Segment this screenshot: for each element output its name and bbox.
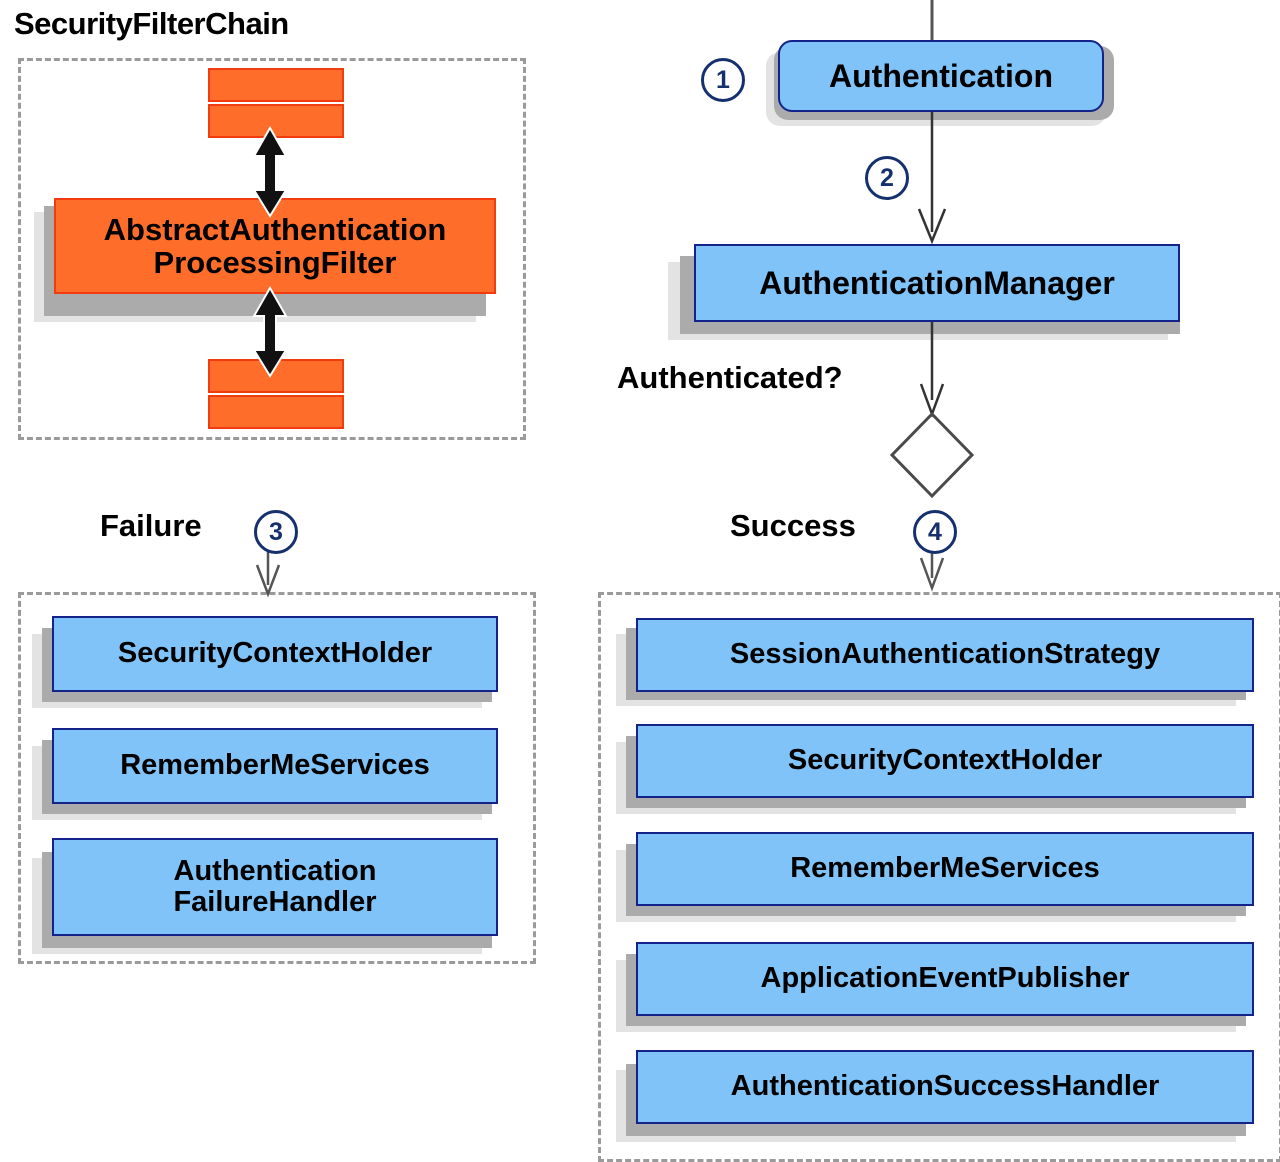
filter-bar-bottom-2	[208, 395, 344, 429]
success-item-1[interactable]: SecurityContextHolder	[636, 724, 1254, 798]
main-filter-label-line2: ProcessingFilter	[153, 245, 397, 280]
failure-item-2-line2: FailureHandler	[173, 886, 377, 918]
filter-bar-top-2	[208, 104, 344, 138]
authenticated-decision-label: Authenticated?	[617, 360, 843, 395]
success-item-0[interactable]: SessionAuthenticationStrategy	[636, 618, 1254, 692]
step-3-circle: 3	[254, 510, 298, 554]
arrowhead-success	[919, 557, 945, 592]
failure-item-1[interactable]: RememberMeServices	[52, 728, 498, 804]
main-filter-label-line1: AbstractAuthentication	[103, 211, 447, 247]
failure-item-1-line1: RememberMeServices	[120, 749, 430, 782]
failure-item-0[interactable]: SecurityContextHolder	[52, 616, 498, 692]
success-label: Success	[730, 508, 856, 543]
authentication-node[interactable]: Authentication	[778, 40, 1104, 112]
success-item-4[interactable]: AuthenticationSuccessHandler	[636, 1050, 1254, 1124]
step-4-circle: 4	[913, 510, 957, 554]
failure-item-2[interactable]: Authentication FailureHandler	[52, 838, 498, 936]
failure-item-2-line1: Authentication	[173, 854, 377, 887]
success-item-2[interactable]: RememberMeServices	[636, 832, 1254, 906]
success-item-3[interactable]: ApplicationEventPublisher	[636, 942, 1254, 1016]
step-2-circle: 2	[865, 156, 909, 200]
filter-bar-top-1	[208, 68, 344, 102]
abstract-authentication-processing-filter[interactable]: AbstractAuthentication ProcessingFilter	[54, 198, 496, 294]
arrowhead-failure	[255, 564, 281, 598]
arrowhead-manager-to-decision	[919, 383, 945, 418]
failure-item-0-line1: SecurityContextHolder	[117, 637, 433, 670]
filter-bar-bottom-1	[208, 359, 344, 393]
decision-diamond	[889, 411, 975, 499]
arrowhead-auth-to-manager	[917, 208, 947, 245]
authentication-manager-node[interactable]: AuthenticationManager	[694, 244, 1180, 322]
failure-label: Failure	[100, 508, 202, 543]
step-1-circle: 1	[701, 58, 745, 102]
security-filter-chain-title: SecurityFilterChain	[14, 6, 289, 41]
